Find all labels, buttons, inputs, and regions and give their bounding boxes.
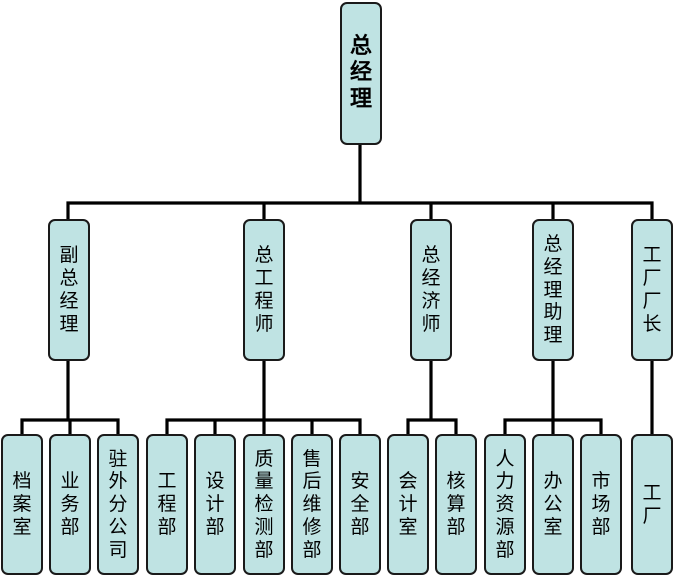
node-chief-engineer: 总工程师	[243, 219, 285, 361]
node-dept: 质量检测部	[243, 434, 285, 575]
node-label: 总工程师	[254, 244, 274, 335]
node-label: 总经理	[349, 33, 372, 112]
node-label: 工厂	[642, 481, 662, 527]
node-dept: 办公室	[532, 434, 574, 575]
connector-group-4	[503, 361, 603, 434]
node-dept: 市场部	[580, 434, 622, 575]
node-label: 核算部	[446, 470, 466, 538]
node-dept: 设计部	[194, 434, 236, 575]
node-label: 副总经理	[59, 244, 79, 335]
node-chief-economist: 总经济师	[410, 219, 452, 361]
node-label: 办公室	[543, 470, 563, 538]
node-factory-director: 工厂厂长	[631, 219, 673, 361]
node-label: 售后维修部	[302, 447, 322, 561]
connector-group-2	[165, 361, 362, 434]
node-dept: 会计室	[387, 434, 429, 575]
node-label: 人力资源部	[495, 447, 515, 561]
node-label: 安全部	[350, 470, 370, 538]
node-dept: 核算部	[435, 434, 477, 575]
node-dept: 售后维修部	[291, 434, 333, 575]
node-label: 设计部	[205, 470, 225, 538]
node-gm-assistant: 总经理助理	[532, 219, 574, 361]
connector-root	[66, 145, 654, 219]
node-label: 工程部	[157, 470, 177, 538]
node-dept: 工厂	[631, 434, 673, 575]
node-dept: 档案室	[1, 434, 43, 575]
node-label: 会计室	[398, 470, 418, 538]
node-dept: 工程部	[146, 434, 188, 575]
node-label: 市场部	[591, 470, 611, 538]
node-label: 总经理助理	[543, 233, 563, 347]
node-label: 总经济师	[421, 244, 441, 335]
node-deputy-general-manager: 副总经理	[48, 219, 90, 361]
node-dept: 人力资源部	[484, 434, 526, 575]
node-label: 业务部	[60, 470, 80, 538]
node-dept: 安全部	[339, 434, 381, 575]
node-label: 工厂厂长	[642, 244, 662, 335]
node-dept: 业务部	[49, 434, 91, 575]
node-label: 质量检测部	[254, 447, 274, 561]
connector-group-3	[406, 361, 458, 434]
connector-group-1	[20, 361, 120, 434]
node-label: 档案室	[12, 470, 32, 538]
node-label: 驻外分公司	[108, 447, 128, 561]
node-dept: 驻外分公司	[97, 434, 139, 575]
node-general-manager: 总经理	[340, 2, 382, 145]
